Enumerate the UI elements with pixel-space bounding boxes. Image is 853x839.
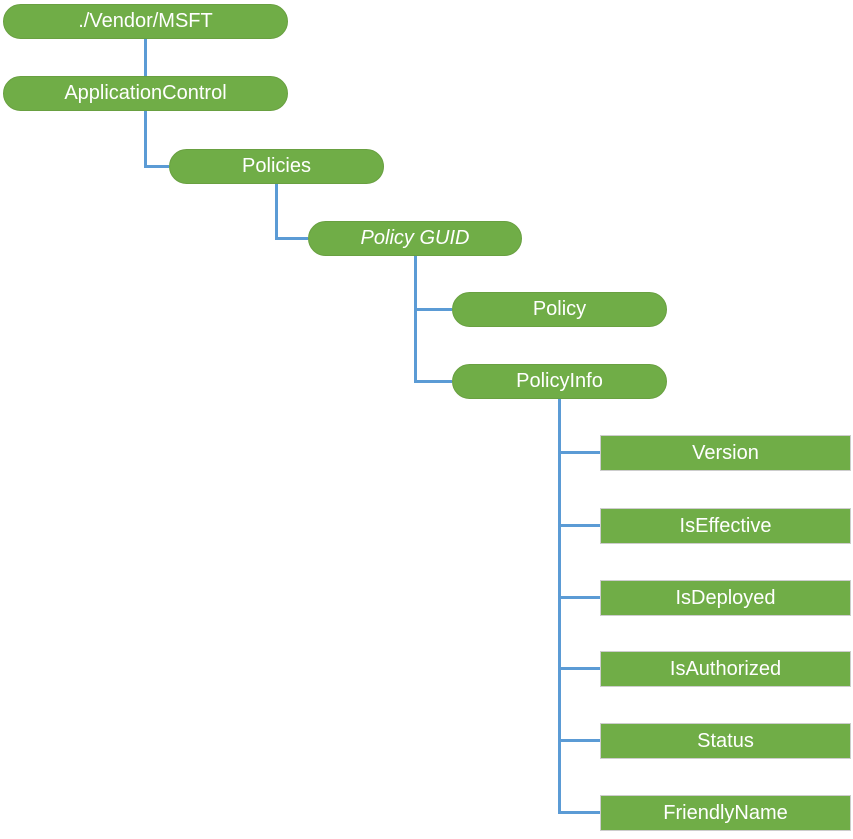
node-isauthorized: IsAuthorized [600, 651, 851, 687]
node-status: Status [600, 723, 851, 759]
connector-policies-to-policy-guid-horizontal [275, 237, 308, 240]
connector-policyinfo-to-status [558, 739, 600, 742]
connector-policy-guid-to-policy [414, 308, 452, 311]
node-applicationcontrol: ApplicationControl [3, 76, 288, 111]
connector-policyinfo-trunk [558, 399, 561, 814]
connector-policyinfo-to-friendlyname [558, 811, 600, 814]
connector-vendor-msft-to-applicationcontrol [144, 39, 147, 76]
connector-policyinfo-to-version [558, 451, 600, 454]
node-friendlyname: FriendlyName [600, 795, 851, 831]
connector-applicationcontrol-to-policies-vertical [144, 111, 147, 168]
connector-policies-to-policy-guid-vertical [275, 184, 278, 240]
connector-applicationcontrol-to-policies-horizontal [144, 165, 169, 168]
connector-policyinfo-to-isdeployed [558, 596, 600, 599]
node-policyinfo: PolicyInfo [452, 364, 667, 399]
connector-policy-guid-trunk [414, 256, 417, 383]
node-iseffective: IsEffective [600, 508, 851, 544]
node-policy: Policy [452, 292, 667, 327]
node-policies: Policies [169, 149, 384, 184]
node-isdeployed: IsDeployed [600, 580, 851, 616]
connector-policyinfo-to-iseffective [558, 524, 600, 527]
connector-policyinfo-to-isauthorized [558, 667, 600, 670]
node-vendor-msft: ./Vendor/MSFT [3, 4, 288, 39]
node-version: Version [600, 435, 851, 471]
node-policy-guid: Policy GUID [308, 221, 522, 256]
connector-policy-guid-to-policyinfo [414, 380, 452, 383]
